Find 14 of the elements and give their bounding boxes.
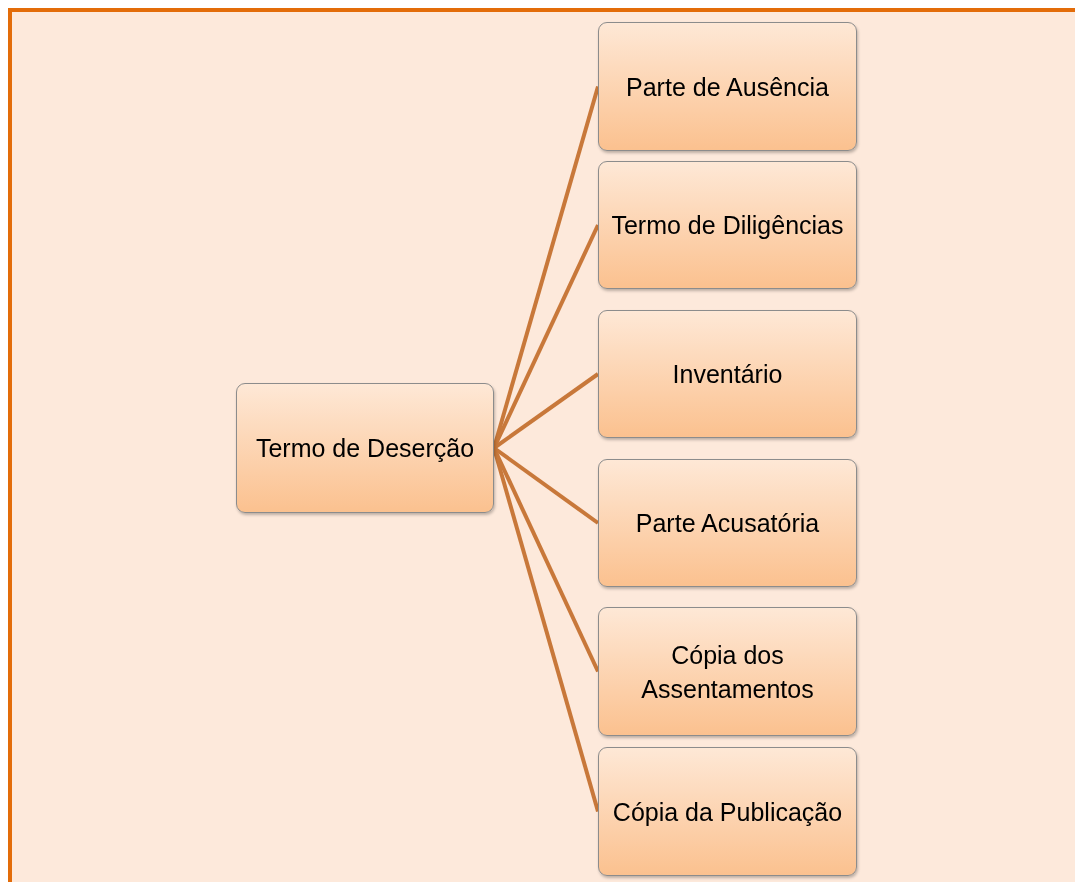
root-box — [236, 383, 494, 513]
box-label: Parte Acusatória — [634, 508, 821, 539]
box-label: Cópia dos Assentamentos — [640, 639, 815, 705]
item-box — [598, 22, 857, 151]
box-label: Termo de Diligências — [610, 210, 845, 241]
box-label: Parte de Ausência — [625, 71, 830, 103]
item-box — [598, 310, 857, 438]
box-label: Cópia da Publicação — [611, 796, 844, 828]
item-box — [598, 747, 857, 876]
box-label: Inventário — [671, 359, 784, 390]
box-label: Termo de Deserção — [254, 433, 476, 464]
item-box — [598, 161, 857, 289]
item-box — [598, 459, 857, 587]
item-box — [598, 607, 857, 736]
